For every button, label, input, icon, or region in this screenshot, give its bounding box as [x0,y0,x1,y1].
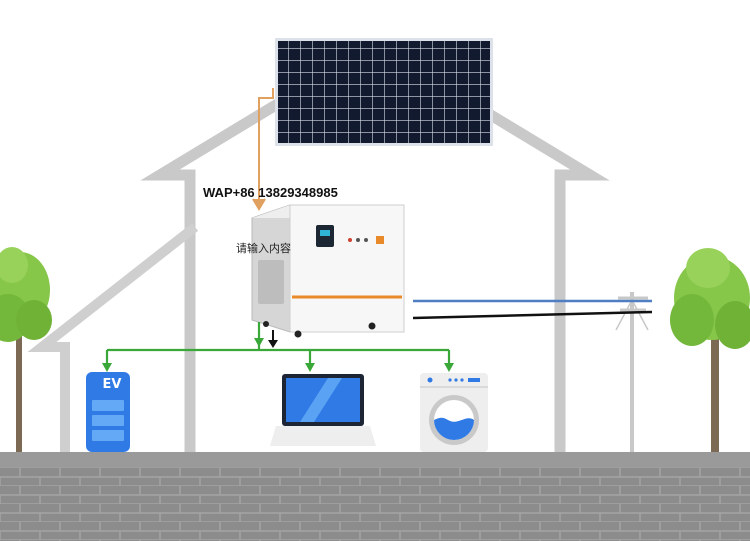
contact-watermark: WAP+86 13829348985 [203,185,338,200]
tree-icon [670,248,750,452]
overlay-watermark-text: 请输入内容 [236,243,291,255]
flow-arrows [102,338,454,372]
washing-machine-icon [420,373,488,452]
ev-label: EV [102,377,122,392]
grid-line-black [412,310,653,320]
flow-arrow-black [268,340,278,348]
battery-storage-icon [251,204,405,338]
utility-pole-icon [615,292,649,452]
garage-outline [27,223,199,452]
laptop-icon [270,374,376,446]
ev-charger-icon [86,372,130,452]
brick-wall [0,452,750,541]
tree-icon [0,247,52,452]
solar-feed-line [252,88,274,211]
solar-panel-icon [275,38,493,146]
